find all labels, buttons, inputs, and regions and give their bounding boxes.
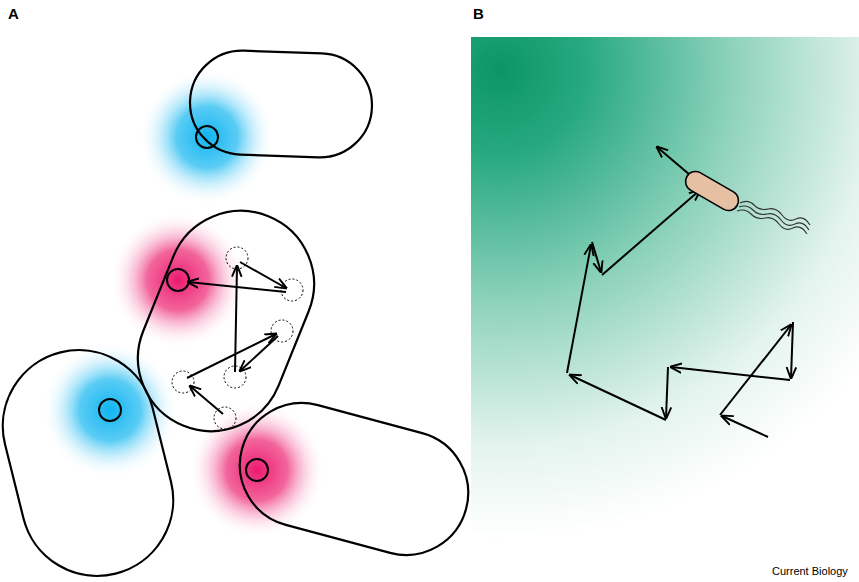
run-tumble-path <box>567 147 793 437</box>
source-spots <box>99 126 268 481</box>
bacterium <box>682 168 810 234</box>
journal-credit: Current Biology <box>772 566 848 577</box>
past-positions <box>172 247 303 429</box>
panel-letter: A <box>8 6 19 21</box>
attractant-gradient <box>471 37 859 557</box>
cell-outlines <box>0 49 482 582</box>
panel-letter: B <box>473 6 484 21</box>
search-path <box>187 262 286 414</box>
signal-clouds <box>42 69 325 538</box>
